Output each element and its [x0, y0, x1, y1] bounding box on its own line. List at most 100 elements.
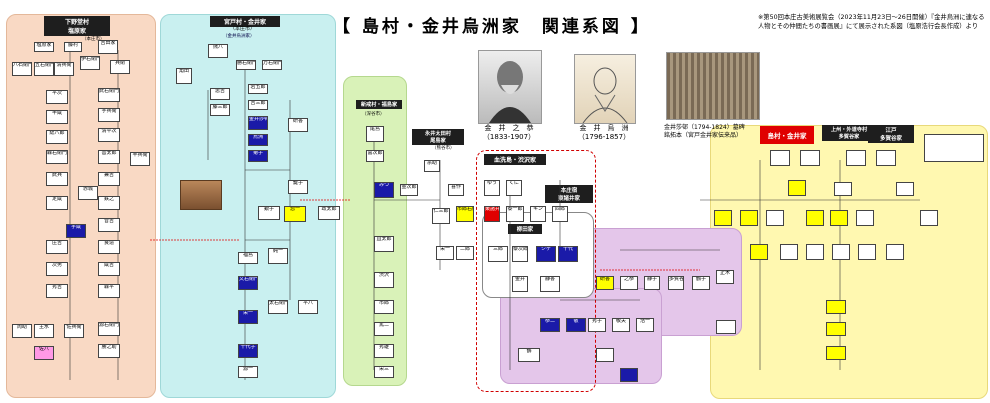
family-box: 菊子 — [248, 150, 268, 162]
region-sub-miyado: （本庄市） — [230, 26, 256, 32]
portrait-name-yukiyasu: 金 井 之 恭 — [484, 124, 534, 132]
family-box: 太右衛門 — [268, 300, 288, 314]
region-sub2-miyado: （金井烏洲家） — [223, 34, 255, 39]
family-box-blank — [806, 210, 824, 226]
family-box: 金井 — [512, 276, 528, 292]
family-box: 鶴子 — [692, 276, 710, 290]
family-box: 吉三郎 — [248, 100, 268, 110]
family-box: 直太郎 — [374, 236, 394, 252]
region-title-honjo: 本庄宿 東諸井家 — [545, 185, 593, 203]
family-box: 佐八 — [34, 346, 54, 360]
family-box: 藤村 — [64, 42, 82, 52]
family-box: 泰次郎 — [512, 246, 528, 262]
family-box-blank — [834, 182, 852, 196]
region-sub-niikura: （深谷市） — [362, 112, 385, 117]
family-box: 千代 — [558, 246, 578, 262]
family-box: 静子 — [644, 276, 660, 290]
family-box-blank — [924, 134, 984, 162]
family-box: 文右衛門 — [238, 276, 258, 290]
family-box: 赤城 — [78, 186, 98, 200]
family-box: 敬 — [566, 318, 586, 332]
family-box: 鍵子 — [288, 180, 308, 194]
portrait-kanai-ushu — [574, 54, 636, 124]
family-box-blank — [788, 180, 806, 196]
family-box: 良造 — [98, 240, 120, 254]
family-box: 泰一郎 — [506, 206, 524, 222]
region-title-shibusawa: 血洗島・渋沢家 — [484, 154, 546, 165]
family-box: 兼吉 — [98, 172, 120, 186]
family-box: 宗助 — [424, 160, 440, 172]
family-box: 宇兵衛 — [98, 108, 120, 122]
family-box: 善太郎 — [98, 150, 120, 164]
family-box: 銀子 — [258, 206, 280, 220]
family-box: 市郎 — [374, 300, 394, 314]
family-box: 之恭 — [620, 276, 638, 290]
portrait-kanai-yukiyasu — [478, 50, 542, 124]
region-title-yanagida: 柳田家 — [508, 224, 542, 234]
family-box: 金井莎邨 — [248, 116, 268, 130]
family-box-blank — [750, 244, 768, 260]
family-box: 勝之助 — [98, 344, 120, 358]
family-box-blank — [800, 150, 820, 166]
family-box: 蔵吉 — [98, 262, 120, 276]
family-box-blank — [846, 150, 866, 166]
family-box-blank — [714, 210, 732, 226]
family-box: 塩原家 — [34, 42, 54, 52]
portrait-name-ushu: 金 井 烏 洲 — [579, 124, 629, 132]
region-yellow — [710, 125, 988, 399]
family-box-blank — [596, 348, 614, 362]
family-box: 仁三郎 — [432, 208, 450, 224]
family-box: ゆう — [484, 180, 500, 196]
family-box: 秀吉 — [46, 284, 68, 298]
family-box: 恭二 — [540, 318, 560, 332]
family-box: 喜作 — [448, 184, 464, 196]
family-box: 烏洲 — [248, 134, 268, 146]
family-box: 惣一 — [284, 206, 306, 222]
family-box: 研香 — [288, 118, 308, 132]
family-box: 政太郎 — [318, 206, 340, 220]
family-box: 八石衛門 — [12, 62, 32, 76]
family-box: 半兵衛 — [130, 152, 150, 166]
family-box: 静香 — [540, 276, 560, 292]
region-shibusawa — [476, 150, 596, 392]
region-title-kamino: 上州・外道寺村 多賀谷家 — [822, 125, 876, 141]
family-box: 敏夫 — [612, 318, 630, 332]
family-box: 兵衛 — [110, 60, 130, 74]
family-box: 富次郎 — [366, 150, 384, 162]
family-box: 定蔵 — [46, 196, 68, 210]
family-box: 多賀谷 — [668, 276, 684, 290]
family-box: シゲ — [536, 246, 556, 262]
family-box-blank — [876, 150, 896, 166]
family-box-blank — [896, 182, 914, 196]
family-box: 音吉 — [98, 218, 120, 232]
family-box: 吉田家 — [98, 40, 118, 54]
family-box: 栄一 — [436, 246, 454, 260]
family-box-blank — [806, 244, 824, 260]
portrait-figure-icon — [582, 67, 628, 124]
region-sub-nagai: （熊谷市） — [432, 146, 455, 151]
family-box: 福島 — [238, 252, 258, 264]
family-box: 勝右衛門 — [236, 60, 256, 70]
family-box: 金次郎 — [400, 184, 418, 196]
family-box: 千代子 — [238, 344, 258, 358]
portrait-years-yukiyasu: （1833-1907） — [482, 133, 536, 141]
family-box: 森平 — [98, 284, 120, 298]
region-title-nagai: 永井太田村 尾島家 — [412, 129, 464, 145]
family-box: 源右衛門 — [98, 322, 120, 336]
family-box: 藤三郎 — [210, 104, 230, 116]
rubbing-caption: 金井莎邨（1794-1824）墓碑 銘拓本（宮戸金井家伝来品） — [664, 124, 745, 139]
artifact-photo — [180, 180, 222, 210]
family-box-blank — [766, 210, 784, 226]
family-box: 純一 — [268, 248, 288, 264]
family-box-blank — [832, 244, 850, 260]
family-box: 佐兵衛 — [64, 324, 84, 338]
family-box: 万右衛門 — [262, 60, 282, 70]
family-box-blank — [830, 210, 848, 226]
family-box: 熊八 — [208, 44, 228, 58]
family-box: 岩五郎 — [248, 84, 268, 94]
family-box-blank — [770, 150, 790, 166]
family-box-blank — [620, 368, 638, 382]
region-title-niikura: 新戒村・福島家 — [356, 100, 402, 109]
region-title-miyado: 宮戸村・金井家 — [210, 16, 280, 27]
